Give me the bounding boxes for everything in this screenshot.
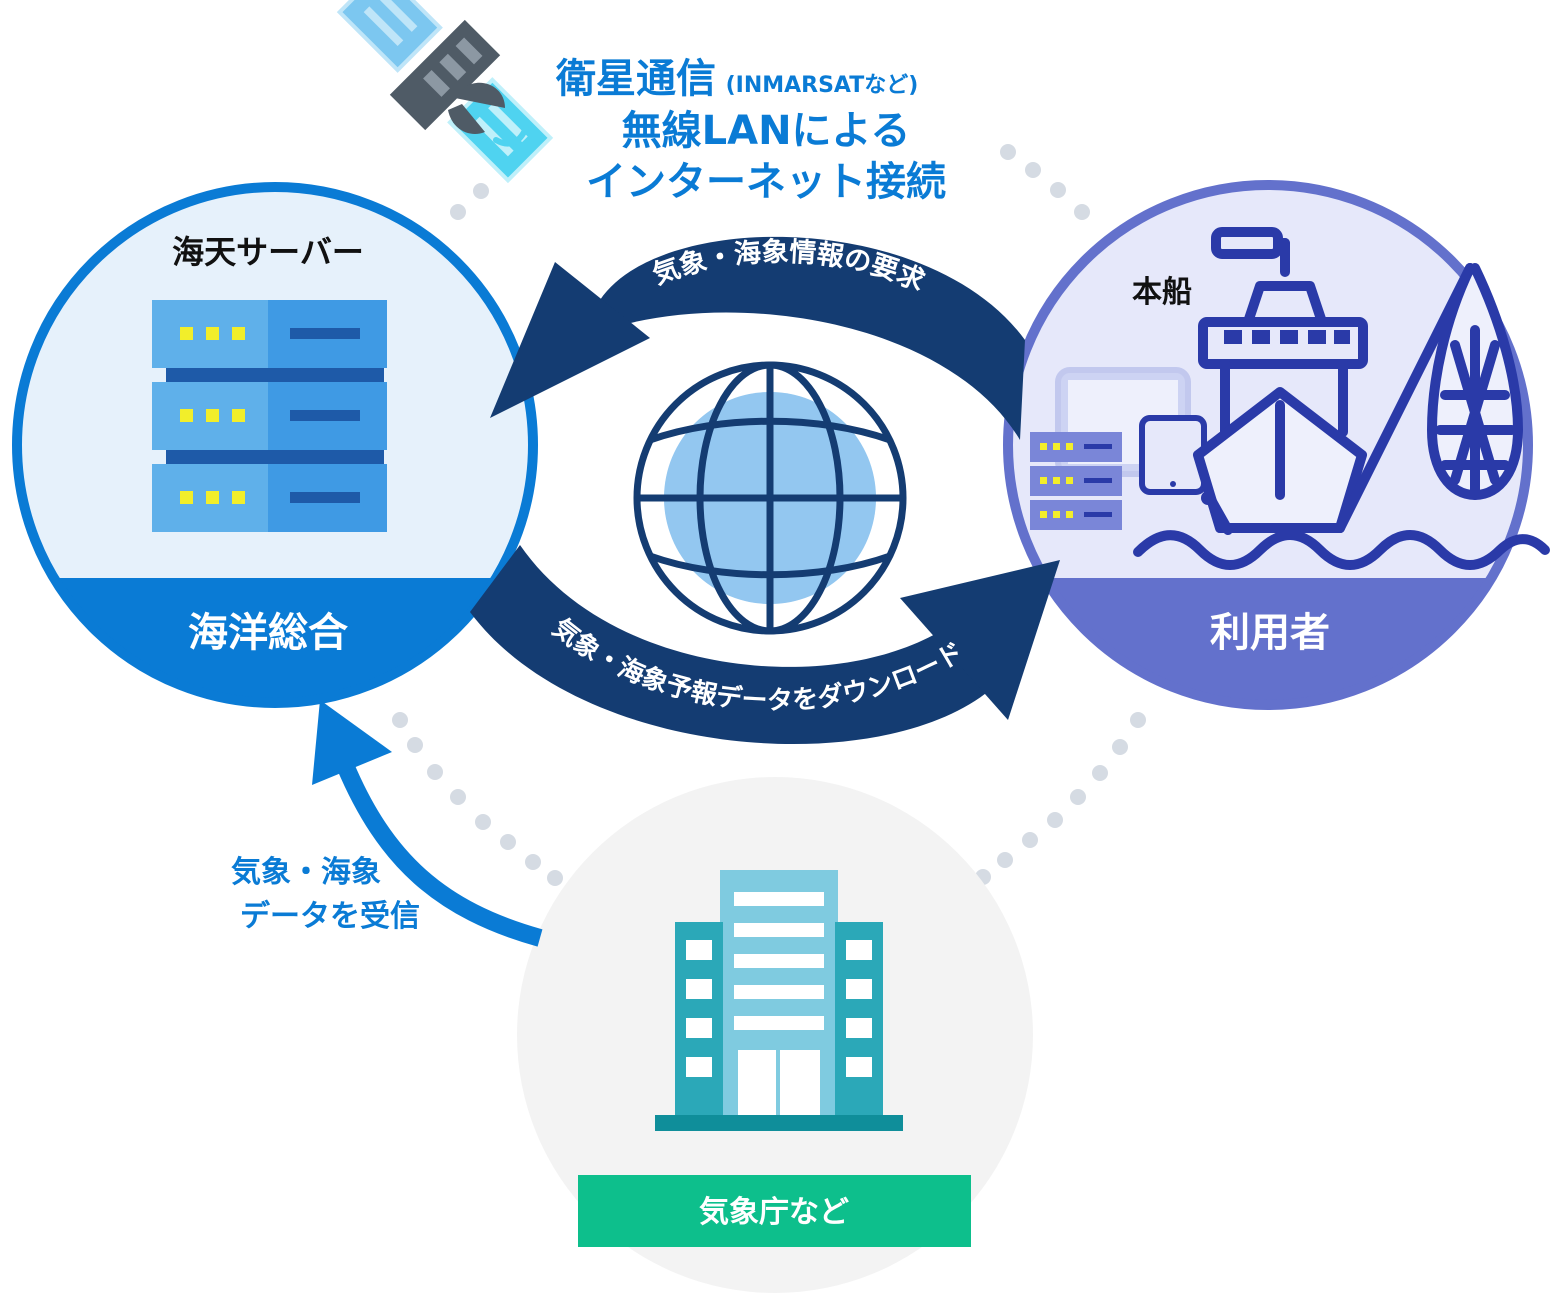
left-node: 海天サーバー 海洋総合 xyxy=(12,182,538,708)
receive-arrow xyxy=(312,700,543,947)
satellite-title-paren: (INMARSATなど) xyxy=(726,73,919,98)
bottom-node-badge: 気象庁など xyxy=(578,1175,971,1247)
left-node-top-label: 海天サーバー xyxy=(172,233,364,271)
satellite-heading: 衛星通信 (INMARSATなど) 無線LANによる インターネット接続 xyxy=(555,56,946,205)
dotted-connection-ring xyxy=(392,144,1146,886)
left-node-bottom-label: 海洋総合 xyxy=(188,610,348,656)
server-icon xyxy=(152,300,387,532)
satellite-title-main: 衛星通信 xyxy=(555,56,716,102)
right-node: 本船 xyxy=(1003,180,1550,710)
globe-icon xyxy=(633,361,907,635)
right-node-bottom-label: 利用者 xyxy=(1210,610,1330,656)
satellite-line2: 無線LANによる xyxy=(622,108,911,154)
satellite-icon xyxy=(336,0,554,184)
receive-label-line2: データを受信 xyxy=(240,899,420,934)
bottom-node-label: 気象庁など xyxy=(699,1195,849,1230)
right-node-top-label: 本船 xyxy=(1132,275,1192,310)
small-server-icon xyxy=(1030,432,1122,530)
building-icon xyxy=(655,870,903,1131)
svg-text:衛星通信 (INMARSATなど): 衛星通信 (INMARSATなど) xyxy=(555,56,918,102)
satellite-line3: インターネット接続 xyxy=(586,159,946,205)
receive-label-line1: 気象・海象 xyxy=(231,855,381,890)
